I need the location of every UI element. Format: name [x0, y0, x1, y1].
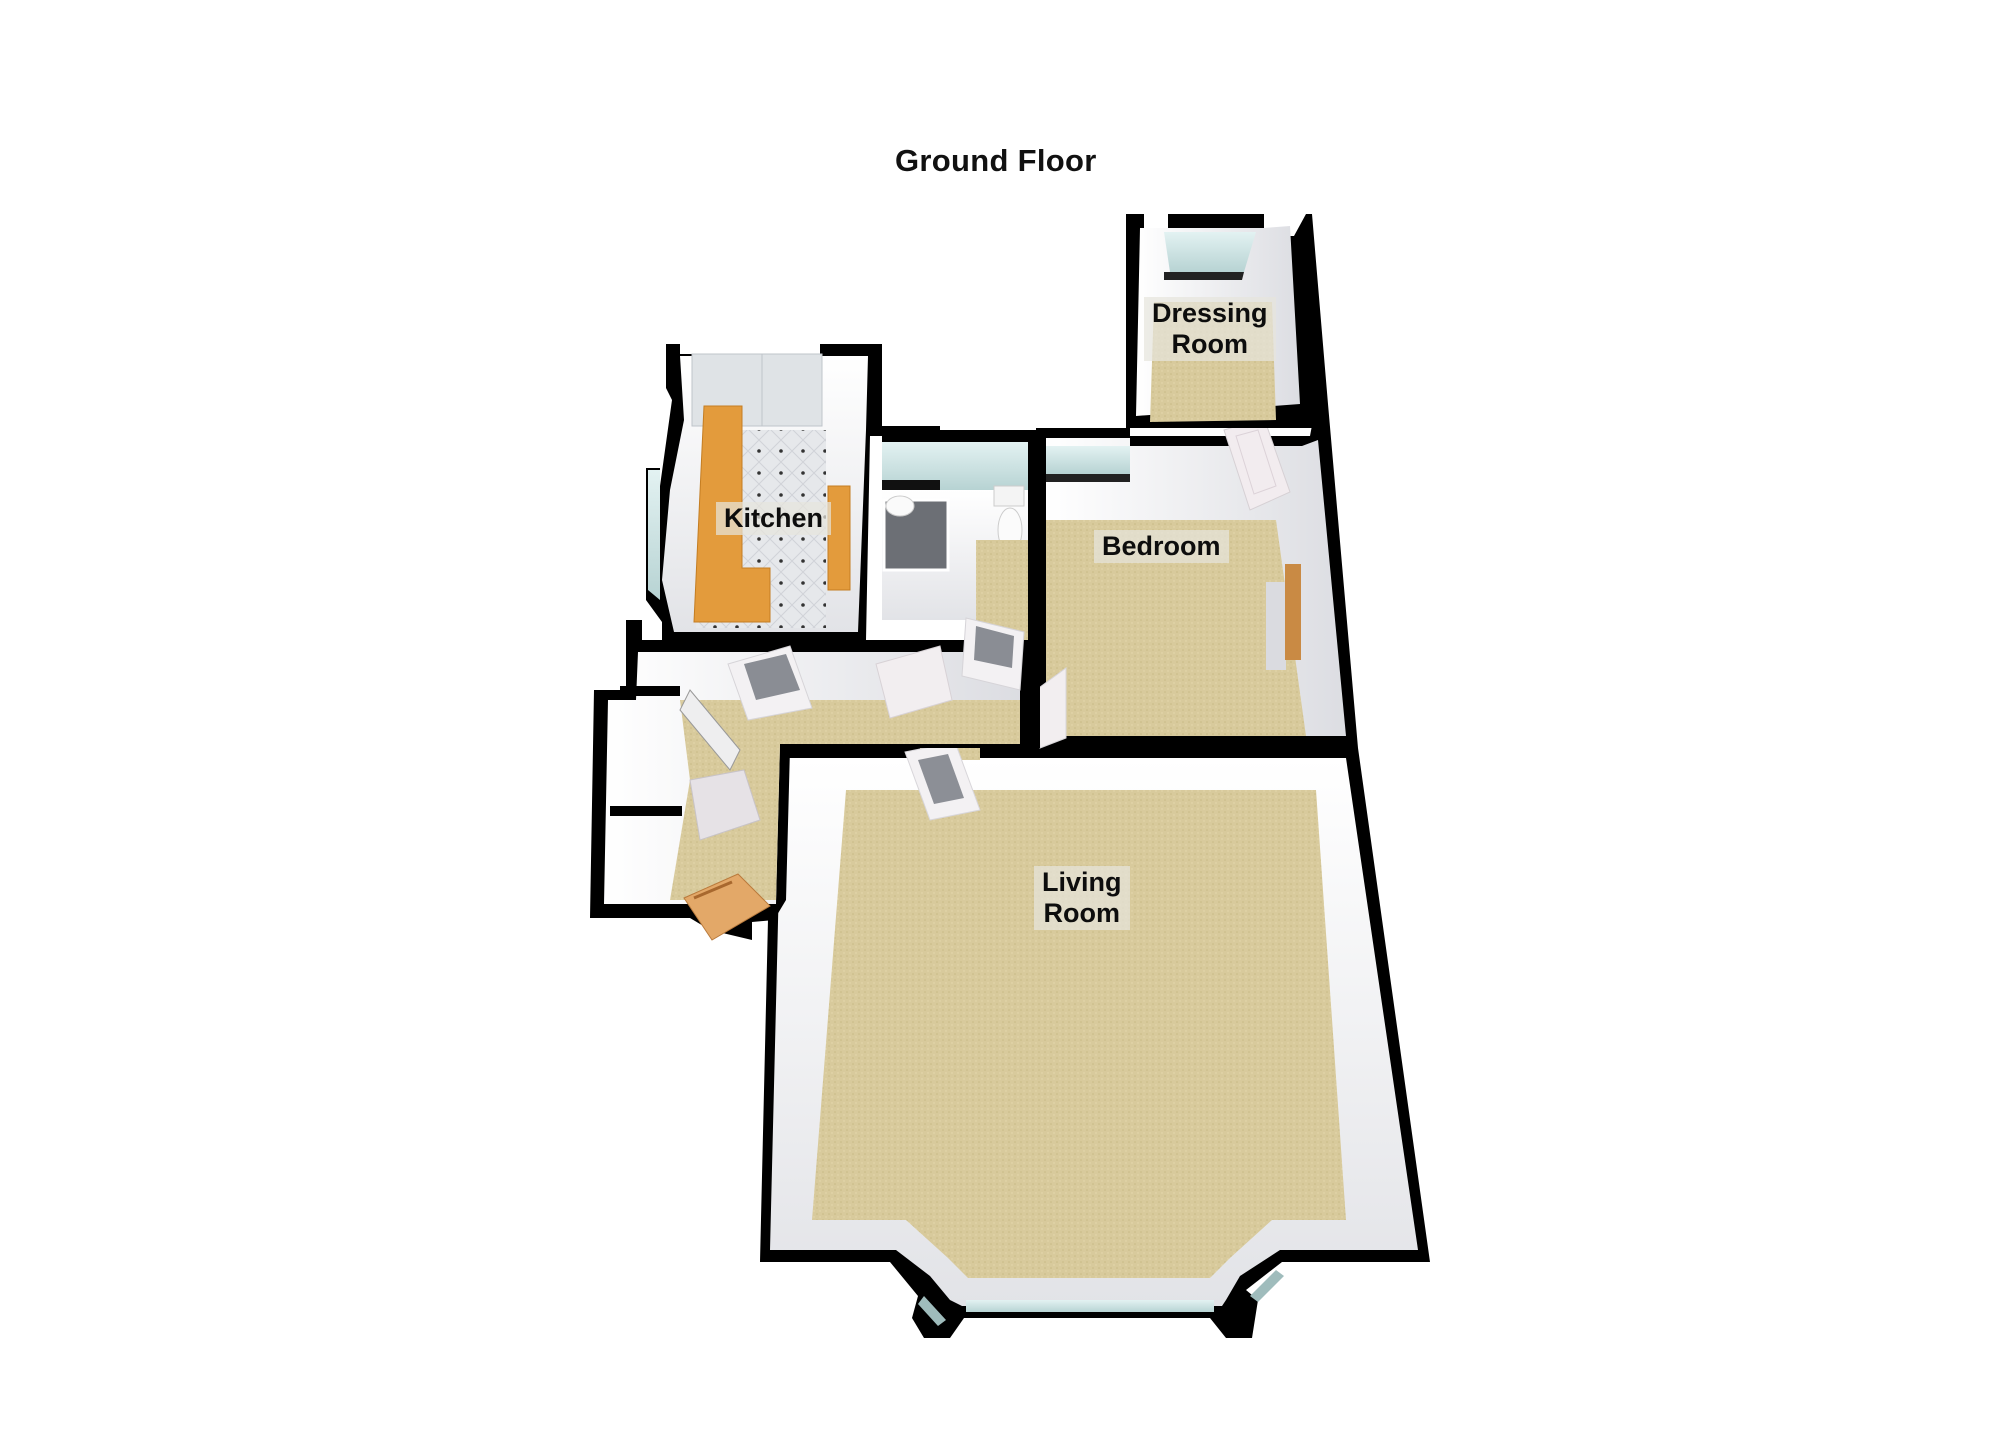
dressing-room-label: Dressing Room — [1144, 297, 1276, 361]
floor-title: Ground Floor — [895, 143, 1097, 178]
dressing-room-label-line1: Dressing — [1152, 298, 1268, 328]
bedroom-shelf — [1285, 564, 1301, 660]
kitchen-label-text: Kitchen — [724, 503, 824, 533]
living-room — [760, 748, 1430, 1338]
kitchen-label: Kitchen — [716, 502, 832, 535]
living-room-door[interactable] — [904, 741, 981, 821]
kitchen — [646, 344, 882, 640]
dressing-room-label-line2: Room — [1171, 329, 1249, 359]
cupboard-door-2 — [689, 769, 761, 841]
bedroom-label: Bedroom — [1094, 530, 1229, 563]
living-room-label-line2: Room — [1043, 898, 1121, 928]
cupboard-door-1 — [679, 689, 741, 771]
front-door[interactable] — [683, 873, 771, 941]
shower-room — [872, 426, 1040, 748]
bedroom — [1036, 404, 1358, 748]
basin-icon — [885, 495, 915, 517]
living-room-label: Living Room — [1034, 866, 1130, 930]
kitchen-worktop-right — [827, 485, 851, 591]
toilet-cistern — [993, 485, 1025, 507]
living-room-label-line1: Living — [1042, 867, 1122, 897]
wc-door[interactable] — [961, 617, 1025, 691]
bedroom-label-text: Bedroom — [1102, 531, 1221, 561]
bedroom-radiator — [1266, 582, 1286, 670]
kitchen-door[interactable] — [727, 645, 813, 721]
shower-room-door[interactable] — [875, 645, 953, 719]
